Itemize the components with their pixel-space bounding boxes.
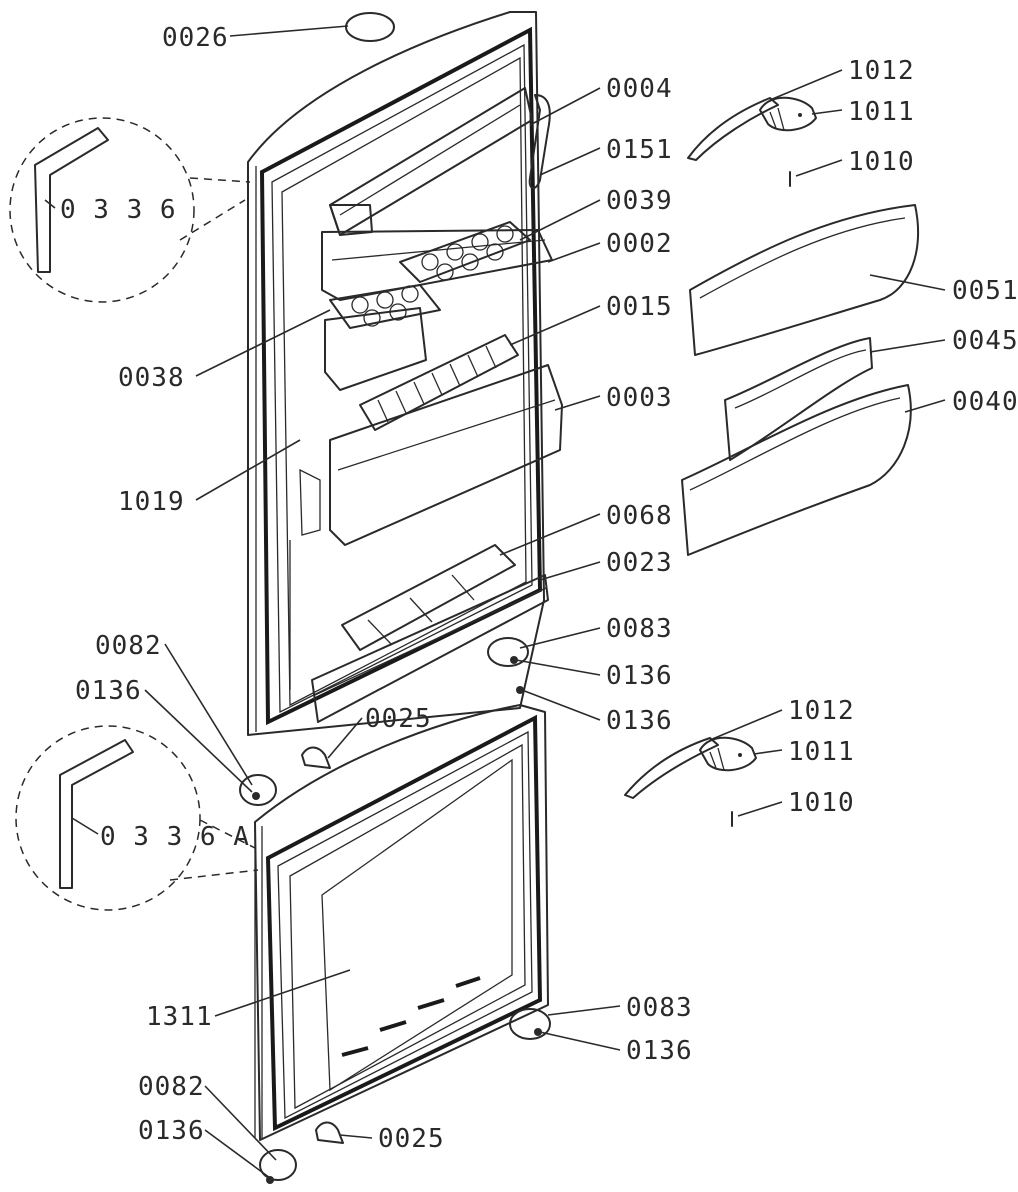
detail-0336	[9, 117, 251, 303]
label-0136-upper-b: 0136	[606, 706, 673, 736]
label-0015: 0015	[606, 292, 673, 322]
label-1311: 1311	[146, 1002, 213, 1032]
label-0136-upper-c: 0136	[75, 676, 142, 706]
part-0083b-shape	[509, 1008, 551, 1040]
part-0045-shape	[724, 337, 873, 461]
label-0336: 0 3 3 6	[60, 195, 177, 225]
label-0082-upper: 0082	[95, 631, 162, 661]
lower-door	[254, 704, 549, 1141]
part-0082a-shape	[239, 774, 277, 806]
label-0025-lower: 0025	[378, 1124, 445, 1154]
label-1012-upper: 1012	[848, 56, 915, 86]
label-0026: 0026	[162, 23, 229, 53]
part-0051-shape	[689, 204, 920, 356]
label-0002: 0002	[606, 229, 673, 259]
label-0082-lower: 0082	[138, 1072, 205, 1102]
label-1019: 1019	[118, 487, 185, 517]
part-0025b-shape	[315, 1121, 344, 1144]
leader-lines	[44, 25, 946, 1179]
part-labels: 0026 0004 0151 0039 0002 0015 0003 0068 …	[60, 23, 1018, 1154]
upper-door	[247, 11, 545, 736]
label-0051: 0051	[952, 276, 1018, 306]
label-0083-lower: 0083	[626, 993, 693, 1023]
part-0026-shape	[345, 12, 395, 42]
part-0068-shape	[341, 544, 516, 651]
label-0136-upper-a: 0136	[606, 661, 673, 691]
label-0004: 0004	[606, 74, 673, 104]
part-0136b-shape	[516, 686, 524, 694]
part-0082b-shape	[259, 1149, 297, 1184]
part-0038-shape	[329, 284, 441, 329]
label-0045: 0045	[952, 326, 1018, 356]
part-0083a-shape	[487, 637, 529, 667]
label-0136-lower-b: 0136	[138, 1116, 205, 1146]
part-0151-shape	[528, 94, 551, 189]
label-0040: 0040	[952, 387, 1018, 417]
part-1011a-shape	[759, 96, 817, 132]
label-1011-lower: 1011	[788, 737, 855, 767]
part-0023-shape	[311, 574, 549, 723]
label-0025-upper: 0025	[365, 704, 432, 734]
label-0136-lower-a: 0136	[626, 1036, 693, 1066]
detail-0336A	[15, 725, 259, 911]
part-1011b-shape	[699, 736, 757, 772]
part-0004-shape	[329, 87, 533, 236]
label-1010-lower: 1010	[788, 788, 855, 818]
part-1019-shape	[299, 468, 321, 536]
label-0038: 0038	[118, 363, 185, 393]
label-0336A: 0 3 3 6 A	[100, 822, 250, 852]
part-0040-shape	[681, 384, 912, 556]
part-0039-shape	[399, 221, 531, 283]
label-0068: 0068	[606, 501, 673, 531]
part-0003-shape	[329, 364, 563, 546]
label-0039: 0039	[606, 186, 673, 216]
part-1012a-shape	[687, 97, 779, 161]
label-1011-upper: 1011	[848, 97, 915, 127]
label-0083-upper: 0083	[606, 614, 673, 644]
part-0015-shape	[359, 334, 519, 431]
label-0003: 0003	[606, 383, 673, 413]
label-1010-upper: 1010	[848, 147, 915, 177]
label-1012-lower: 1012	[788, 696, 855, 726]
part-0025a-shape	[301, 746, 331, 769]
label-0151: 0151	[606, 135, 673, 165]
part-1012b-shape	[624, 737, 719, 799]
label-0023: 0023	[606, 548, 673, 578]
